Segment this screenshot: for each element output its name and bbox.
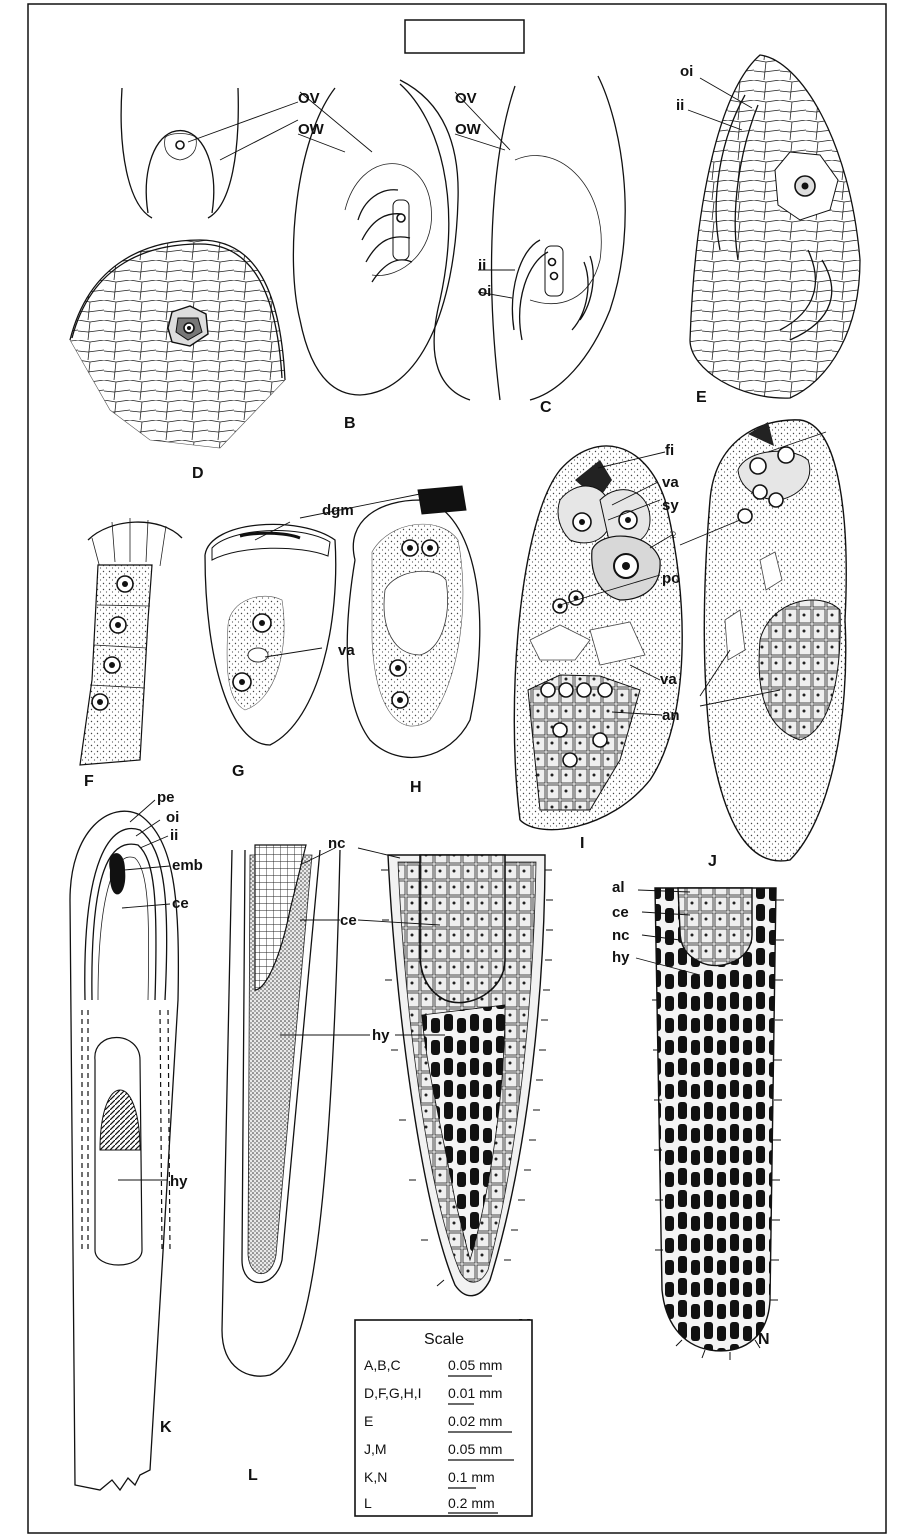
label-hy-n: hy (612, 949, 630, 966)
scale-row-4-panels: J,M (364, 1441, 387, 1457)
label-oi-c: oi (478, 283, 491, 300)
label-ov-c: OV (455, 90, 477, 107)
label-va-i2: va (660, 671, 677, 688)
panel-h-drawing (255, 486, 480, 757)
panel-d-letter: D (192, 465, 204, 482)
label-ow: OW (298, 121, 325, 138)
label-egg: ♀ (668, 527, 679, 544)
panel-n-letter: N (758, 1331, 770, 1348)
panel-n-drawing (636, 888, 784, 1360)
label-al: al (612, 879, 625, 896)
label-ii-k: ii (170, 827, 178, 844)
label-nc-n: nc (612, 927, 630, 944)
scale-row-5-value: 0.1 mm (448, 1469, 495, 1485)
panel-i-letter: I (580, 835, 584, 852)
scale-title: Scale (424, 1331, 464, 1348)
scale-row-2-panels: D,F,G,H,I (364, 1385, 422, 1401)
empty-title-box (405, 20, 524, 53)
label-ow-c: OW (455, 121, 482, 138)
label-dgm: dgm (322, 502, 354, 519)
panel-a-drawing (121, 88, 298, 218)
label-va-gh: va (338, 642, 355, 659)
scale-row-3-value: 0.02 mm (448, 1413, 502, 1429)
scale-row-1-value: 0.05 mm (448, 1357, 502, 1373)
scale-row-5-panels: K,N (364, 1469, 387, 1485)
label-va-i: va (662, 474, 679, 491)
panel-k-drawing (70, 800, 178, 1490)
label-po: po (662, 570, 680, 587)
panel-f-drawing (80, 518, 182, 765)
panel-i-drawing (514, 446, 682, 830)
label-nc-lm: nc (328, 835, 346, 852)
panel-c-drawing (400, 76, 625, 400)
panel-k-letter: K (160, 1419, 172, 1436)
label-ov: OV (298, 90, 320, 107)
label-ce-k: ce (172, 895, 189, 912)
panel-l-letter: L (248, 1467, 258, 1484)
panel-g-drawing (205, 524, 336, 745)
panel-c-letter: C (540, 399, 552, 416)
scale-row-4-value: 0.05 mm (448, 1441, 502, 1457)
label-sy: sy (662, 497, 679, 514)
panel-j-drawing (680, 420, 846, 861)
label-ce-n: ce (612, 904, 629, 921)
panel-g-letter: G (232, 763, 244, 780)
label-ii-c: ii (478, 257, 486, 274)
panel-d-drawing (70, 240, 285, 448)
label-oi-k: oi (166, 809, 179, 826)
scale-row-6-panels: L (364, 1495, 372, 1511)
panel-h-letter: H (410, 779, 422, 796)
panel-f-letter: F (84, 773, 94, 790)
label-ii-e: ii (676, 97, 684, 114)
panel-b-letter: B (344, 415, 356, 432)
label-fi: fi (665, 442, 674, 459)
scale-row-3-panels: E (364, 1413, 373, 1429)
scale-box (355, 1320, 532, 1516)
scale-legend: Scale A,B,C 0.05 mm D,F,G,H,I 0.01 mm E … (355, 1320, 532, 1516)
scale-row-1-panels: A,B,C (364, 1357, 401, 1373)
scale-row-6-value: 0.2 mm (448, 1495, 495, 1511)
panel-j-letter: J (708, 853, 717, 870)
panel-e-letter: E (696, 389, 707, 406)
panel-e-drawing (688, 55, 860, 398)
label-hy-k: hy (170, 1173, 188, 1190)
label-hy-lm: hy (372, 1027, 390, 1044)
label-an: an (662, 707, 680, 724)
label-emb: emb (172, 857, 203, 874)
label-oi-e: oi (680, 63, 693, 80)
label-pe: pe (157, 789, 175, 806)
scale-row-2-value: 0.01 mm (448, 1385, 502, 1401)
label-ce-lm: ce (340, 912, 357, 929)
